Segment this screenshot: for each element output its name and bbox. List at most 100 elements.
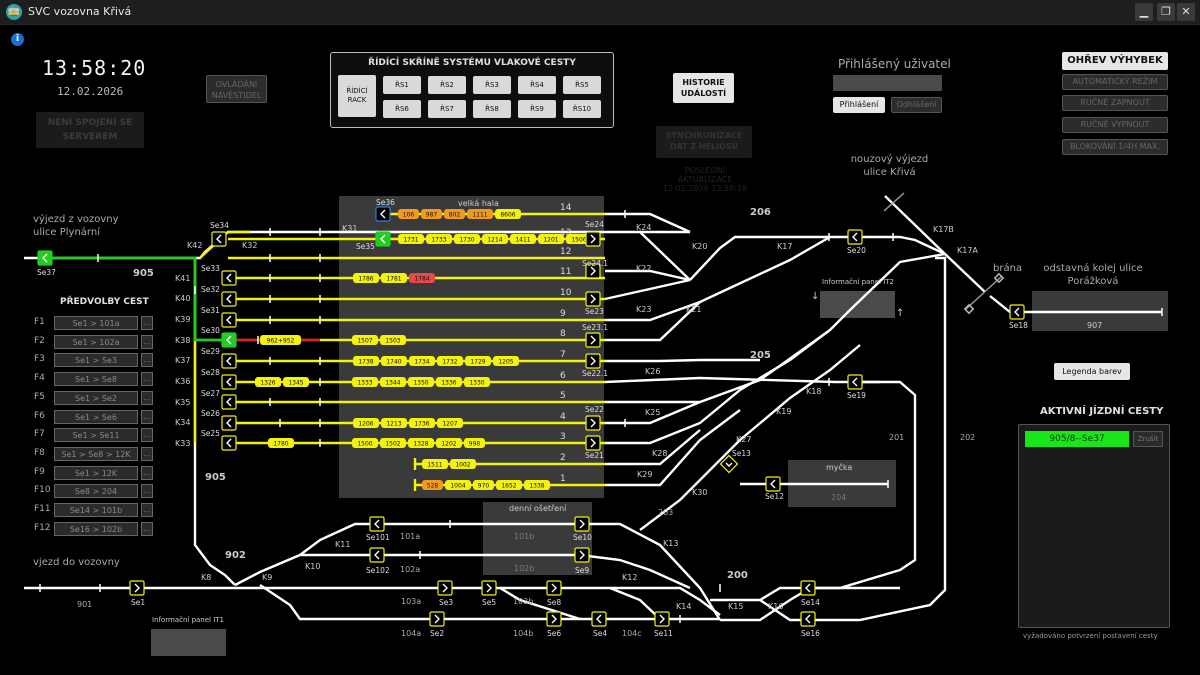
signal-se36[interactable] [375,206,391,222]
switch-k40[interactable]: K40 [175,294,190,303]
preset-clear-2[interactable]: ... [141,334,153,349]
signal-se23-1[interactable] [585,332,601,348]
maximize-button[interactable]: ❐ [1157,3,1175,21]
tram-car[interactable] [482,234,508,244]
switch-k13[interactable]: K13 [663,539,678,548]
tram-car[interactable] [538,234,564,244]
preset-route-5[interactable]: Se1 > Se2 [54,390,138,405]
preset-clear-4[interactable]: ... [141,372,153,387]
tram-car[interactable] [408,377,434,387]
tram-car[interactable] [409,273,435,283]
switch-k17a[interactable]: K17A [957,246,978,255]
login-button[interactable]: Přihlášení [833,97,885,113]
signal-se31[interactable] [221,312,237,328]
tram-car[interactable] [510,234,536,244]
tram-car[interactable] [454,234,480,244]
preset-route-2[interactable]: Se1 > 102a [54,334,138,349]
switch-k31[interactable]: K31 [342,224,357,233]
tram-car[interactable] [408,438,434,448]
tram-car[interactable] [381,273,407,283]
signal-se23[interactable] [585,291,601,307]
rs-button-1[interactable]: ŘS1 [383,76,421,94]
preset-route-10[interactable]: Se8 > 204 [54,484,138,499]
tram-car[interactable] [422,480,443,490]
switch-k12[interactable]: K12 [622,573,637,582]
signal-se26[interactable] [221,415,237,431]
tram-car[interactable] [465,356,491,366]
tram-car[interactable] [353,418,379,428]
signal-se24-1[interactable] [585,263,601,279]
preset-clear-11[interactable]: ... [141,503,153,517]
switch-k9[interactable]: K9 [262,573,272,582]
preset-route-7[interactable]: Se1 > Se11 [54,428,138,443]
tram-car[interactable] [380,377,406,387]
tram-car[interactable] [381,418,407,428]
signal-se22-1[interactable] [585,353,601,369]
signal-se5[interactable] [481,580,497,596]
switch-k33[interactable]: K33 [175,439,190,448]
signal-se32[interactable] [221,291,237,307]
preset-clear-1[interactable]: ... [141,316,153,330]
ovladani-navestidel-button[interactable]: OVLÁDÁNÍ NÁVĚSTIDEL [206,75,267,103]
tram-car[interactable] [426,234,452,244]
tram-car[interactable] [495,209,521,219]
tram-car[interactable] [352,335,378,345]
switch-k19[interactable]: K19 [776,407,791,416]
preset-route-1[interactable]: Se1 > 101a [54,316,138,330]
signal-se28[interactable] [221,374,237,390]
tram-car[interactable] [444,209,465,219]
tram-car[interactable] [422,459,448,469]
tram-car[interactable] [255,377,281,387]
preset-route-11[interactable]: Se14 > 101b [54,503,138,517]
signal-se21[interactable] [585,435,601,451]
switch-k32[interactable]: K32 [242,241,257,250]
tram-car[interactable] [493,356,519,366]
minimize-button[interactable]: ▁ [1135,3,1153,21]
switch-k36[interactable]: K36 [175,377,190,386]
block-button[interactable]: BLOKOVÁNÍ 1/4H MAX. [1062,139,1168,155]
tram-car[interactable] [464,377,490,387]
tram-car[interactable] [260,335,301,345]
switch-k17b[interactable]: K17B [933,225,954,234]
preset-clear-6[interactable]: ... [141,409,153,424]
rs-button-9[interactable]: ŘS9 [518,100,556,118]
signal-se6[interactable] [546,611,562,627]
signal-se14[interactable] [800,580,816,596]
signal-se102[interactable] [369,547,385,563]
preset-route-9[interactable]: Se1 > 12K [54,465,138,480]
rs-button-3[interactable]: ŘS3 [473,76,511,94]
tram-car[interactable] [380,438,406,448]
signal-se37[interactable] [37,250,53,266]
signal-se10[interactable] [574,516,590,532]
switch-k25[interactable]: K25 [645,408,660,417]
preset-route-3[interactable]: Se1 > Se3 [54,353,138,368]
switch-k11[interactable]: K11 [335,540,350,549]
signal-se22[interactable] [585,415,601,431]
switch-k39[interactable]: K39 [175,315,190,324]
tram-car[interactable] [409,418,435,428]
switch-k20[interactable]: K20 [692,242,707,251]
preset-clear-10[interactable]: ... [141,484,153,499]
tram-car[interactable] [352,377,378,387]
tram-car[interactable] [283,377,309,387]
preset-route-12[interactable]: Se16 > 102b [54,521,138,536]
tram-car[interactable] [352,438,378,448]
rs-button-8[interactable]: ŘS8 [473,100,511,118]
rs-button-4[interactable]: ŘS4 [518,76,556,94]
switch-k29[interactable]: K29 [637,470,652,479]
logout-button[interactable]: Odhlášení [891,97,942,113]
switch-k23[interactable]: K23 [636,305,651,314]
signal-se25[interactable] [221,435,237,451]
ohrev-button[interactable]: OHŘEV VÝHYBEK [1062,52,1168,70]
switch-k18[interactable]: K18 [806,387,821,396]
preset-clear-3[interactable]: ... [141,353,153,368]
switch-k10[interactable]: K10 [305,562,320,571]
switch-k27[interactable]: K27 [736,435,751,444]
tram-car[interactable] [496,480,522,490]
switch-k38[interactable]: K38 [175,336,190,345]
tram-car[interactable] [409,356,435,366]
rs-button-2[interactable]: ŘS2 [428,76,466,94]
signal-se34[interactable] [211,231,227,247]
tram-car[interactable] [353,273,379,283]
tram-car[interactable] [436,377,462,387]
